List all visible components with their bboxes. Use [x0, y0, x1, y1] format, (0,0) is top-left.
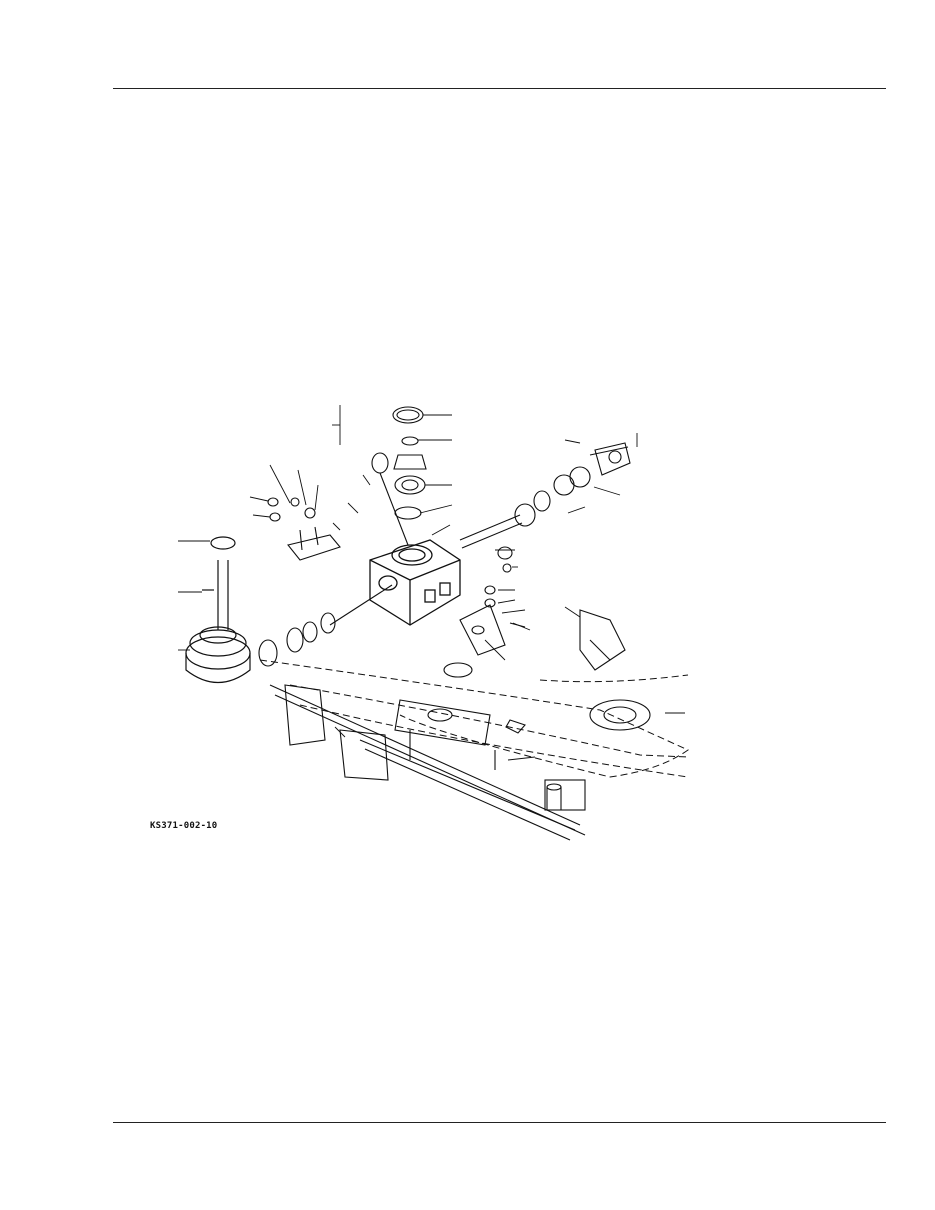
callout-leaders [178, 405, 685, 761]
gear-stack [371, 406, 427, 546]
mount-bracket-right [459, 546, 626, 671]
gearbox-housing [369, 539, 461, 626]
footer-rule [113, 1122, 886, 1123]
pulley-spindle [185, 536, 251, 683]
deck-plate [394, 662, 651, 770]
exploded-parts-diagram [140, 385, 700, 845]
mount-bracket-left [267, 497, 341, 561]
spacer-washers [258, 584, 393, 667]
figure-code: KS371-002-10 [150, 821, 218, 831]
input-shaft [459, 439, 631, 549]
deck-outline [259, 659, 689, 778]
frame-rails [269, 684, 586, 841]
header-rule [113, 88, 886, 89]
